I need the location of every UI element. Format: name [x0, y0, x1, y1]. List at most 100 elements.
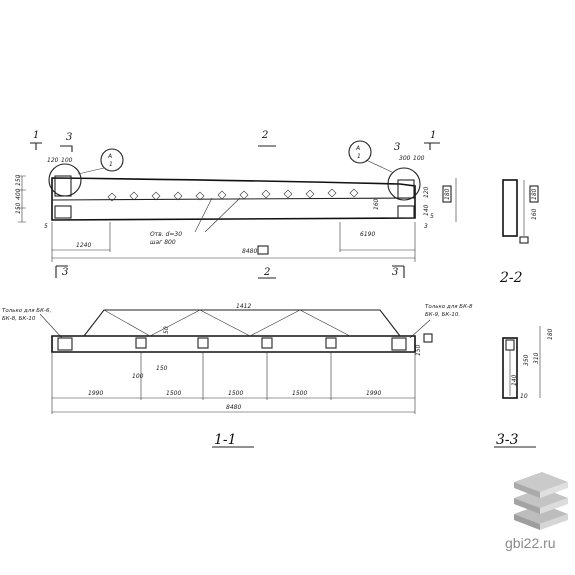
right-support-block — [397, 205, 415, 219]
cut-arrow-3-left — [60, 145, 73, 152]
section-2-2-outline — [502, 179, 518, 237]
cut-3-left — [55, 265, 68, 278]
section-2-2-dim-1: 180 — [531, 188, 538, 200]
rebar-truss — [103, 309, 351, 337]
node-label-bottom-right: 1 — [357, 153, 361, 160]
section-mark-3-left: 3 — [66, 132, 72, 143]
dim-right-side-2: 140 — [423, 204, 430, 216]
dim-left-side-text-2: 400 — [15, 188, 22, 200]
dim-1-1-extensions — [51, 352, 416, 414]
section-mark-1-right: 1 — [430, 130, 436, 141]
node-label-top-left: A — [107, 153, 112, 160]
section-3-3: 180 310 350 140 10 3-3 — [494, 326, 554, 448]
bottom-mark-3-right: 3 — [392, 267, 398, 278]
insert-right — [391, 337, 407, 351]
dim-left-side — [18, 175, 26, 223]
section-1-1-beam — [51, 335, 416, 353]
dim-1-1-seg-2: 1500 — [166, 390, 181, 397]
note-right-leader — [409, 319, 431, 339]
dim-right-top-1: 300 — [399, 155, 411, 162]
insert-3 — [197, 337, 209, 349]
dim-small-left: 100 — [132, 373, 144, 380]
section-3-3-title: 3-3 — [496, 432, 519, 448]
bottom-mark-3-left: 3 — [62, 267, 68, 278]
section-2-2: 180 160 2-2 — [499, 179, 539, 286]
dim-right-box: 180 — [444, 188, 451, 200]
dim-1-1-seg-3: 1500 — [228, 390, 243, 397]
note-left-line2: БК-8, БК-10 — [2, 316, 36, 322]
label-5-left: 5 — [44, 223, 48, 230]
section-mark-3-right: 3 — [394, 142, 400, 153]
section-1-1: Только для БК-6, БК-8, БК-10 Только для … — [2, 303, 473, 448]
dim-left-top-2: 100 — [61, 157, 73, 164]
beam-centerline — [51, 197, 416, 201]
cut-3-right — [392, 265, 405, 278]
site-logo-text[interactable]: gbi22.ru — [505, 535, 556, 551]
note-right-line1: Только для БК-8 — [425, 304, 473, 310]
section-mark-1-left: 1 — [33, 130, 39, 141]
hole-markers — [107, 188, 359, 202]
dim-top-1412: 1412 — [236, 303, 251, 310]
node-label-bottom-left: 1 — [109, 161, 113, 168]
right-box-dim — [442, 185, 452, 203]
dim-1-1-right: 150 — [415, 344, 422, 356]
insert-2 — [135, 337, 147, 349]
insert-left — [57, 337, 73, 351]
label-5-right: 5 — [430, 213, 434, 220]
dim-right-side-1: 120 — [423, 186, 430, 198]
label-3-right: 3 — [424, 223, 428, 230]
dim-left-side-text: 150 — [15, 202, 22, 214]
section-3-3-dim-1: 180 — [547, 328, 554, 340]
section-2-2-base-box — [519, 236, 529, 244]
cut-arrow-left — [30, 142, 42, 150]
section-3-3-dim-2: 310 — [533, 352, 540, 364]
dim-1-1-total: 8480 — [226, 404, 241, 411]
node-circle-left — [48, 163, 82, 197]
dim-left-side-text-3: 150 — [15, 174, 22, 186]
dim-left-span: 1240 — [76, 242, 91, 249]
node-label-top-right: A — [355, 145, 360, 152]
node-leader-left — [77, 167, 105, 175]
left-end-block — [54, 175, 72, 197]
note-left-leader — [39, 313, 63, 339]
section-2-2-dim-box — [529, 185, 539, 203]
bottom-mark-2: 2 — [263, 267, 270, 278]
dim-small-50: 50 — [163, 326, 170, 334]
section-1-1-title: 1-1 — [214, 432, 237, 448]
dim-1-1-seg-4: 1500 — [292, 390, 307, 397]
section-mark-2: 2 — [261, 130, 268, 141]
right-end-block — [397, 179, 415, 199]
section-2-2-dim-2: 160 — [531, 208, 538, 220]
insert-5 — [325, 337, 337, 349]
dim-small-mid: 150 — [156, 365, 168, 372]
cut-arrow-right — [424, 142, 440, 150]
beam-outline — [51, 177, 416, 221]
hole-note-line1: Отв. d=30 — [150, 231, 182, 238]
note-left-line1: Только для БК-6, — [2, 308, 51, 314]
dim-left-top-1: 120 — [47, 157, 59, 164]
dim-right-span: 6190 — [360, 231, 375, 238]
node-callout-left — [100, 148, 124, 172]
section-3-3-insert — [505, 339, 515, 351]
stacked-slabs-icon — [514, 472, 568, 530]
dim-extension-lines — [51, 222, 416, 262]
dim-1-1-right-box — [423, 333, 433, 343]
dim-right-top-2: 100 — [413, 155, 425, 162]
node-circle-right — [387, 167, 421, 201]
elevation-view: 1 3 2 3 1 A 1 A 1 — [15, 130, 457, 279]
section-3-3-dim-5: 10 — [520, 393, 528, 400]
dim-1-1-seg-1: 1990 — [88, 390, 103, 397]
section-3-3-dim-4: 140 — [511, 374, 518, 386]
section-3-3-dim-3: 350 — [523, 354, 530, 366]
dim-total: 8480 — [242, 248, 257, 255]
hole-leader — [194, 197, 241, 233]
section-2-2-title: 2-2 — [499, 270, 523, 286]
section-3-3-outline — [502, 337, 518, 399]
hole-note-line2: шаг 800 — [150, 239, 176, 246]
node-callout-right — [348, 140, 372, 164]
left-support-block — [54, 205, 72, 219]
dim-1-1-seg-5: 1990 — [366, 390, 381, 397]
insert-4 — [261, 337, 273, 349]
rebar-top-bend — [83, 309, 401, 337]
